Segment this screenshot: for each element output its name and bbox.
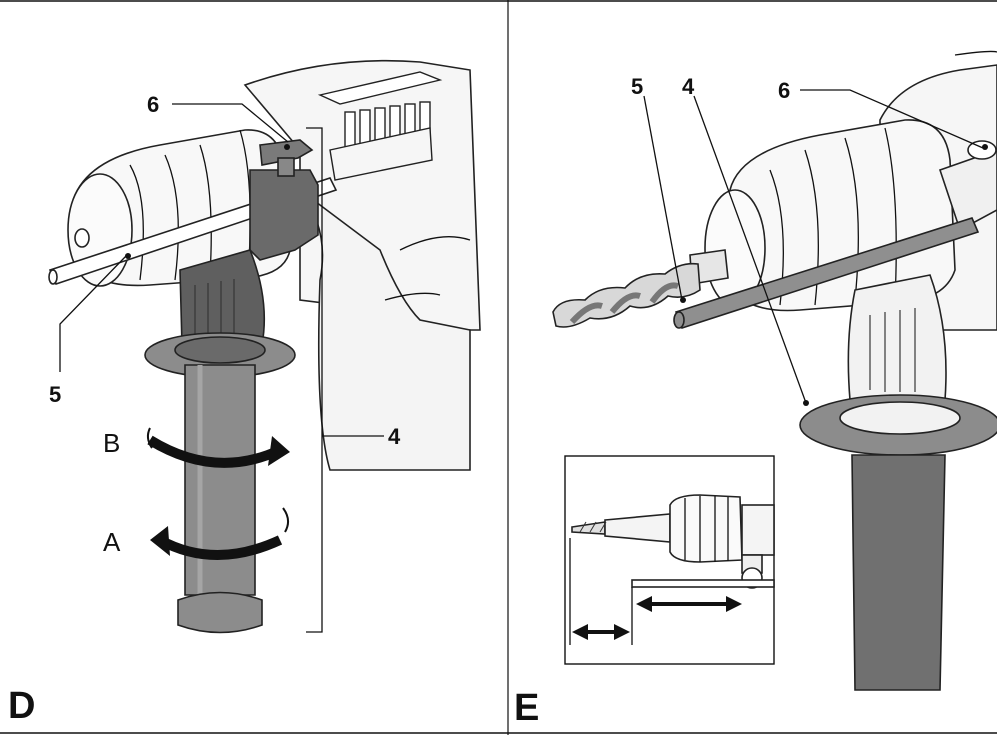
- callout-e-5: 5: [631, 74, 643, 99]
- callout-e-4: 4: [682, 74, 695, 99]
- panel-label-d: D: [8, 685, 35, 727]
- clamp-wing-screw: [259, 139, 314, 166]
- grip-tube: [184, 364, 256, 596]
- grip-end: [177, 591, 263, 634]
- grip-tube-e: [851, 454, 946, 691]
- depth-setting-inset: [564, 455, 775, 665]
- leader-d-5: [59, 255, 127, 372]
- housing-vents: [317, 71, 443, 181]
- callout-e-6: 6: [778, 78, 790, 103]
- clamp-body: [249, 169, 319, 261]
- bracket-4: [306, 127, 323, 633]
- leader-e-5: [643, 95, 683, 301]
- panel-d: 6 5 4 B A D: [8, 59, 481, 727]
- leader-e-4: [693, 95, 807, 404]
- rotation-label-b: B: [103, 428, 120, 458]
- drill-illustration-e: [552, 50, 997, 691]
- handle-arm-e: [847, 274, 947, 401]
- drill-illustration-d: [48, 59, 481, 634]
- rotation-label-a: A: [103, 527, 121, 557]
- leader-e-6: [800, 89, 984, 149]
- rotation-arrow-b: [146, 427, 290, 468]
- panel-label-e: E: [514, 687, 539, 729]
- panel-e: 5 4 6: [514, 50, 997, 729]
- callout-d-4: 4: [388, 424, 401, 449]
- callout-d-6: 6: [147, 92, 159, 117]
- rotation-arrow-a: [150, 507, 289, 560]
- leader-d-6: [172, 103, 289, 143]
- callout-d-5: 5: [49, 382, 61, 407]
